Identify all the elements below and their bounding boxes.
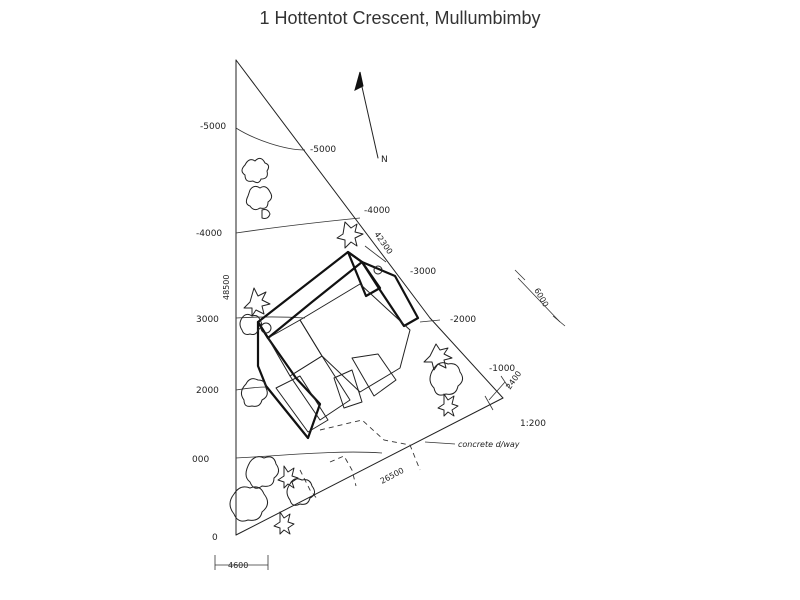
contour-label: -4000 [364,206,390,216]
annotation-leader [424,441,456,445]
dimension-east-lower: 26500 [379,466,406,486]
north-arrow-icon [354,71,379,159]
dimension-bottom: 4600 [228,561,248,570]
tree-icon [336,221,364,249]
contour-lines [235,127,441,459]
dimension-east-upper: 42300 [372,230,394,256]
scale-label: 1:200 [520,419,546,429]
dimension-west: 48500 [222,275,231,300]
tree-icon [241,157,273,219]
dimension-lines [214,269,566,570]
north-label: N [381,155,388,165]
contour-label: 0 [212,533,218,543]
contour-label: -3000 [410,267,436,277]
lot-boundary [235,59,504,536]
contour-label: -4000 [196,229,222,239]
tree-icon [229,456,316,535]
contour-label: -2000 [450,315,476,325]
contour-label: -1000 [489,364,515,374]
contour-label: -5000 [310,145,336,155]
driveway [299,419,421,501]
contour-label: 3000 [196,315,219,325]
dimension-offset: 6000 [532,287,550,309]
contour-label: -5000 [200,122,226,132]
tree-icon [240,378,268,407]
tree-icon [239,287,271,335]
driveway-annotation: concrete d/way [458,440,520,449]
page-title: 1 Hottentot Crescent, Mullumbimby [259,8,541,28]
tree-icon [423,343,464,417]
contour-label: 2000 [196,386,219,396]
contour-label: 000 [192,455,209,465]
house-outline [256,250,420,440]
